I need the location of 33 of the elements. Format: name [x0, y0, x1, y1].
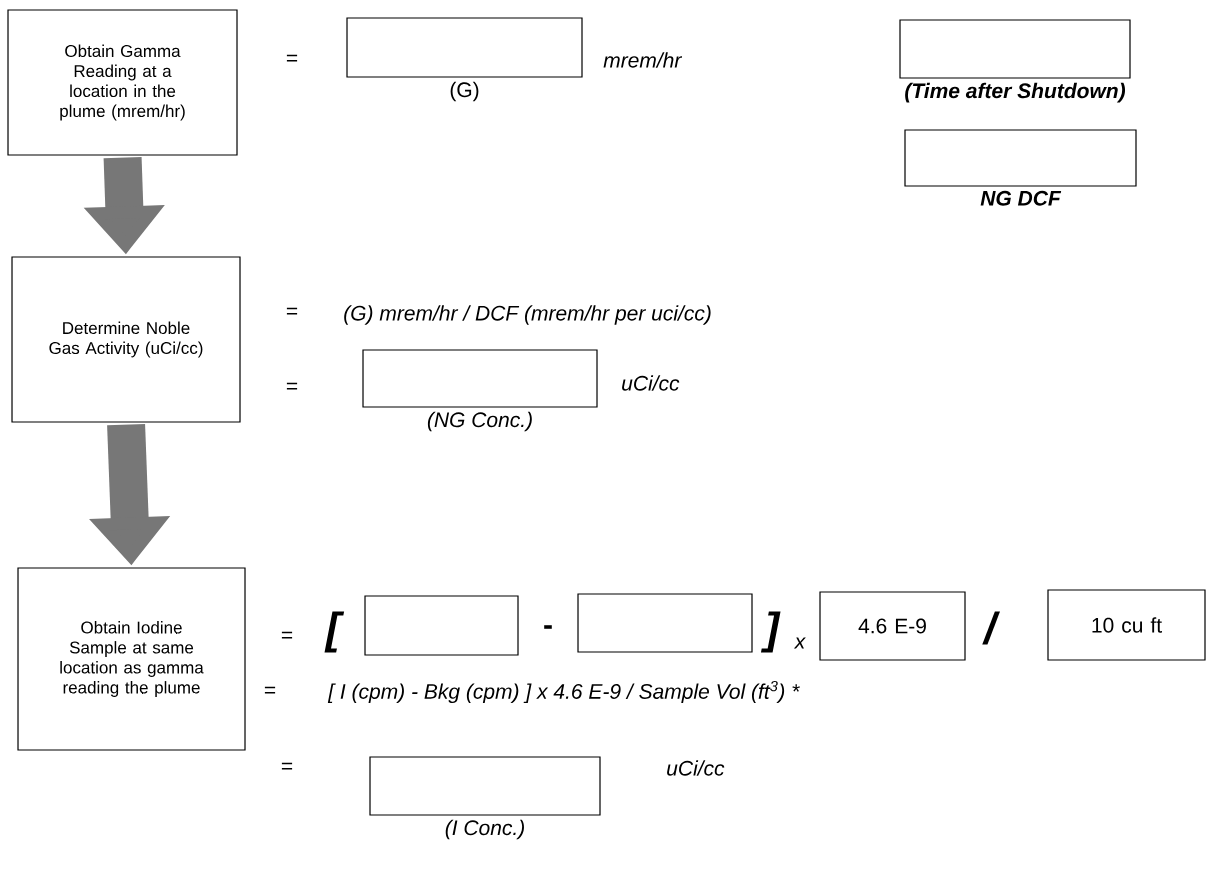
input-field [369, 756, 601, 816]
equation-text: mrem/hr [603, 52, 683, 68]
step-box: Determine Noble Gas Activity (uCi/cc) [11, 256, 241, 423]
field-caption: (Time after Shutdown) [905, 82, 1126, 103]
equation-text: uCi/cc [667, 760, 725, 776]
input-field [364, 595, 519, 656]
input-field [577, 593, 753, 653]
equation-text: = [281, 762, 293, 770]
bracket-sign: ] [760, 611, 781, 653]
equation-text: = [286, 54, 298, 62]
equation-text: = [281, 631, 293, 639]
step-box: Obtain Iodine Sample at same location as gamma reading the plume [17, 567, 246, 751]
operator-sign: - [544, 625, 552, 629]
input-field [346, 17, 583, 78]
equation-text: = [264, 686, 276, 694]
field-caption: NG DCF [980, 190, 1062, 206]
equation-text: uCi/cc [622, 375, 680, 391]
field-caption: (NG Conc.) [427, 411, 532, 432]
value-box: 4.6 E-9 [819, 591, 966, 661]
equation-text: = [286, 382, 298, 390]
step-box: Obtain Gamma Reading at a location in the plume (mrem/hr) [7, 9, 238, 156]
input-field [904, 129, 1137, 187]
bracket-sign: / [982, 611, 1000, 645]
equation-text: = [286, 307, 298, 315]
input-field [899, 19, 1131, 79]
input-field [362, 349, 598, 408]
value-box: 10 cu ft [1047, 589, 1206, 661]
equation-text: [ I (cpm) - Bkg (cpm) ] x 4.6 E-9 / Sample Vol (ft$^{3}$) * [327, 680, 800, 704]
field-caption: (I Conc.) [445, 819, 524, 840]
field-caption: (G) [450, 81, 479, 102]
equation-text: x [793, 637, 806, 649]
bracket-sign: [ [324, 611, 345, 653]
equation-text: (G) mrem/hr / DCF (mrem/hr per uci/cc) [344, 305, 711, 325]
